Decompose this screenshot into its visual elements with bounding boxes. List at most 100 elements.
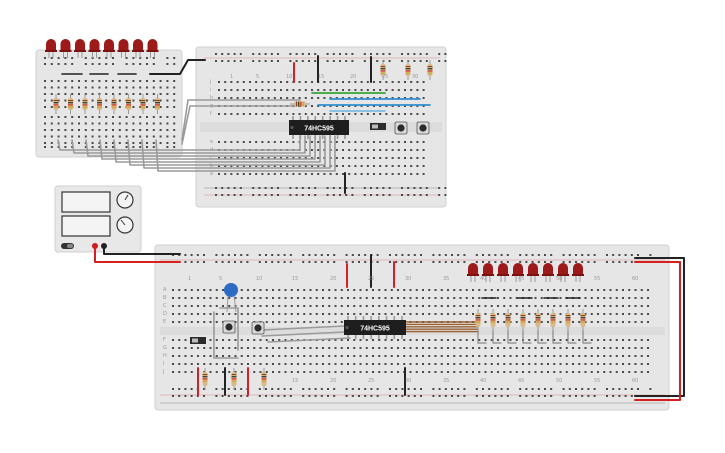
slide-switch[interactable] bbox=[190, 337, 206, 344]
resistor-band[interactable] bbox=[520, 321, 526, 323]
wire-lead[interactable] bbox=[492, 329, 502, 344]
resistor-band[interactable] bbox=[111, 100, 117, 102]
wire-gray[interactable] bbox=[155, 135, 336, 172]
wire-gray[interactable] bbox=[141, 135, 331, 169]
resistor-band[interactable] bbox=[68, 104, 73, 106]
led-body[interactable] bbox=[75, 39, 85, 50]
wire-gray[interactable] bbox=[219, 307, 239, 351]
led-body[interactable] bbox=[118, 39, 129, 50]
resistor-band[interactable] bbox=[82, 106, 88, 108]
led[interactable] bbox=[59, 39, 72, 58]
wires[interactable] bbox=[57, 55, 685, 401]
power-wire-red[interactable] bbox=[94, 245, 181, 263]
resistor-band[interactable] bbox=[261, 376, 267, 378]
led[interactable] bbox=[103, 39, 115, 58]
resistor-band[interactable] bbox=[111, 106, 117, 108]
resistor-body[interactable] bbox=[82, 98, 88, 110]
resistor[interactable] bbox=[535, 309, 541, 331]
resistor[interactable] bbox=[68, 94, 73, 114]
resistor-band[interactable] bbox=[380, 70, 386, 72]
resistor-band[interactable] bbox=[126, 104, 131, 106]
resistor-band[interactable] bbox=[427, 68, 433, 70]
resistor[interactable] bbox=[380, 60, 386, 80]
led-body[interactable] bbox=[498, 263, 508, 274]
resistor[interactable] bbox=[155, 94, 160, 114]
resistor-band[interactable] bbox=[231, 378, 237, 380]
led-base[interactable] bbox=[557, 274, 569, 276]
resistor-band[interactable] bbox=[261, 374, 267, 376]
led-base[interactable] bbox=[117, 50, 130, 52]
switch-knob[interactable] bbox=[372, 124, 378, 129]
resistor[interactable] bbox=[565, 309, 571, 331]
resistor[interactable] bbox=[580, 309, 586, 331]
led-body[interactable] bbox=[133, 39, 143, 50]
resistor-band[interactable] bbox=[505, 321, 511, 323]
led-body[interactable] bbox=[573, 263, 583, 274]
resistor-band[interactable] bbox=[126, 102, 131, 104]
wire-lead[interactable] bbox=[552, 329, 562, 344]
led-base[interactable] bbox=[45, 50, 57, 52]
resistor[interactable] bbox=[405, 60, 411, 80]
resistor-body[interactable] bbox=[155, 98, 160, 110]
led-base[interactable] bbox=[542, 274, 554, 276]
shift-register-chip-top[interactable]: 74HC595 bbox=[289, 120, 349, 135]
led-base[interactable] bbox=[527, 274, 539, 276]
led-base[interactable] bbox=[74, 50, 86, 52]
led-body[interactable] bbox=[104, 39, 114, 50]
resistor-band[interactable] bbox=[140, 106, 146, 108]
resistor-band[interactable] bbox=[505, 319, 511, 321]
resistor-band[interactable] bbox=[126, 100, 131, 102]
resistor[interactable] bbox=[427, 60, 433, 80]
rail-wire-black[interactable] bbox=[634, 257, 685, 397]
resistor-band[interactable] bbox=[155, 102, 160, 104]
button-cap[interactable] bbox=[254, 324, 262, 332]
wire-gray[interactable] bbox=[113, 135, 321, 163]
led-base[interactable] bbox=[482, 274, 494, 276]
resistor-band[interactable] bbox=[97, 100, 102, 102]
resistor-band[interactable] bbox=[298, 101, 300, 107]
resistor-band[interactable] bbox=[202, 378, 208, 380]
wire-lead[interactable] bbox=[507, 329, 517, 344]
resistor-band[interactable] bbox=[535, 315, 541, 317]
resistor-band[interactable] bbox=[68, 106, 73, 108]
led-base[interactable] bbox=[512, 274, 524, 276]
resistor-band[interactable] bbox=[580, 315, 586, 317]
wire-black[interactable] bbox=[149, 59, 206, 75]
resistor[interactable] bbox=[475, 309, 481, 331]
led[interactable] bbox=[467, 263, 479, 282]
resistor-body[interactable] bbox=[111, 98, 117, 110]
resistor-band[interactable] bbox=[520, 315, 526, 317]
resistor-band[interactable] bbox=[97, 102, 102, 104]
push-button[interactable] bbox=[222, 320, 236, 334]
wire-gray[interactable] bbox=[127, 135, 326, 166]
wire-gray[interactable] bbox=[99, 135, 316, 160]
led-base[interactable] bbox=[572, 274, 584, 276]
resistor-band[interactable] bbox=[490, 315, 496, 317]
resistor-band[interactable] bbox=[231, 380, 237, 382]
resistor-band[interactable] bbox=[490, 321, 496, 323]
resistor-band[interactable] bbox=[202, 376, 208, 378]
push-button[interactable] bbox=[394, 121, 408, 135]
led-base[interactable] bbox=[59, 50, 72, 52]
power-wire-black[interactable] bbox=[103, 245, 181, 255]
led-body[interactable] bbox=[89, 39, 100, 50]
capacitor-leg[interactable] bbox=[226, 294, 229, 313]
resistor-band[interactable] bbox=[300, 101, 302, 107]
resistor-band[interactable] bbox=[53, 102, 59, 104]
resistor-band[interactable] bbox=[535, 321, 541, 323]
resistor-band[interactable] bbox=[580, 319, 586, 321]
resistor-band[interactable] bbox=[302, 101, 304, 107]
resistor[interactable] bbox=[97, 94, 102, 114]
resistor-band[interactable] bbox=[580, 317, 586, 319]
push-button[interactable] bbox=[416, 121, 430, 135]
resistor[interactable] bbox=[82, 94, 88, 114]
led-base[interactable] bbox=[467, 274, 479, 276]
led-base[interactable] bbox=[146, 50, 159, 52]
resistor-band[interactable] bbox=[155, 104, 160, 106]
wire-lead[interactable] bbox=[477, 329, 487, 344]
shift-register-chip-bottom[interactable]: 74HC595 bbox=[344, 320, 406, 335]
resistor-band[interactable] bbox=[475, 315, 481, 317]
resistor-band[interactable] bbox=[380, 68, 386, 70]
push-button[interactable] bbox=[251, 321, 265, 335]
